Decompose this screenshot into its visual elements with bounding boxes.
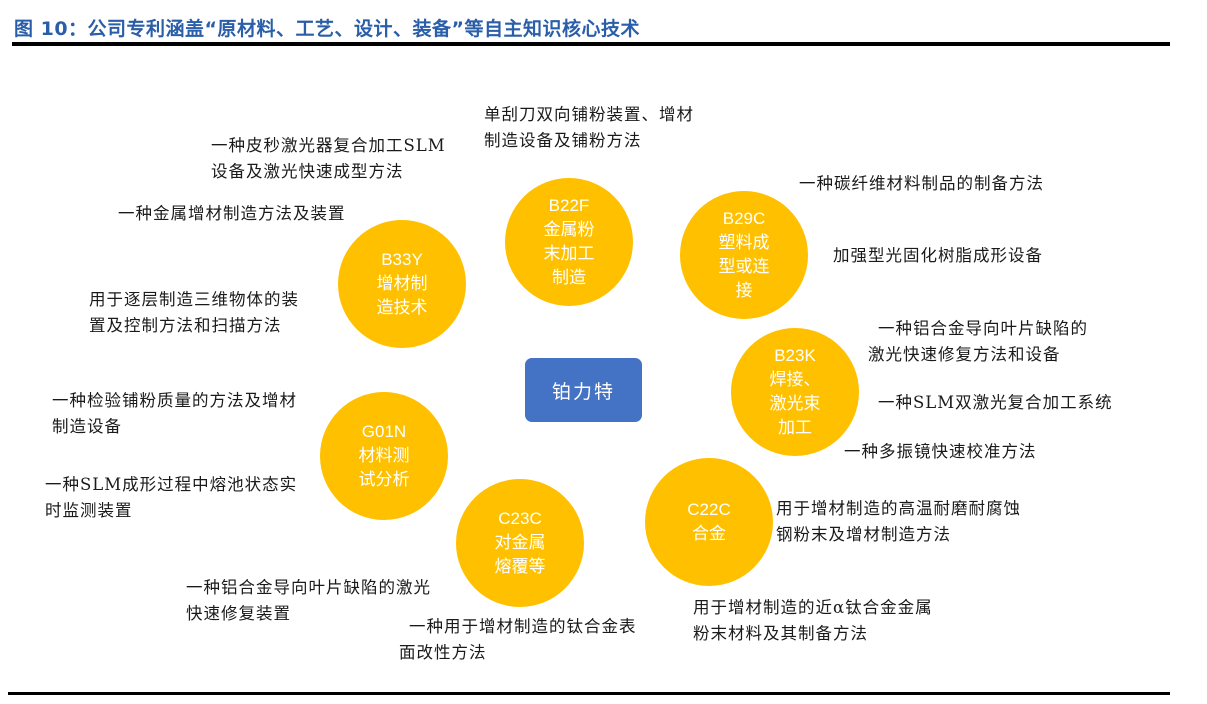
patent-note: 一种用于增材制造的钛合金表 面改性方法	[399, 614, 637, 666]
category-node-b33y: B33Y 增材制 造技术	[338, 220, 466, 348]
patent-note: 一种铝合金导向叶片缺陷的 激光快速修复方法和设备	[868, 316, 1088, 368]
center-node-company: 铂力特	[525, 358, 642, 422]
patent-line: 一种SLM双激光复合加工系统	[878, 393, 1113, 412]
patent-line: 用于增材制造的高温耐磨耐腐蚀	[776, 499, 1021, 518]
category-name: 增材制 造技术	[376, 274, 428, 318]
patent-line: 钢粉末及增材制造方法	[776, 525, 951, 544]
patent-line: 一种铝合金导向叶片缺陷的	[878, 319, 1088, 338]
patent-note: 一种多振镜快速校准方法	[844, 439, 1037, 465]
patent-line: 时监测装置	[45, 501, 133, 520]
patent-line: 置及控制方法和扫描方法	[89, 316, 282, 335]
patent-line: 一种皮秒激光器复合加工SLM	[211, 136, 446, 155]
patent-line: 一种金属增材制造方法及装置	[118, 204, 346, 223]
category-code: C22C	[687, 500, 731, 519]
patent-line: 粉末材料及其制备方法	[693, 624, 868, 643]
patent-line: 一种碳纤维材料制品的制备方法	[799, 174, 1044, 193]
category-code: B29C	[722, 209, 766, 228]
patent-note: 一种检验铺粉质量的方法及增材 制造设备	[52, 388, 297, 440]
patent-note: 用于逐层制造三维物体的装 置及控制方法和扫描方法	[89, 287, 299, 339]
category-code: B22F	[548, 196, 590, 215]
patent-note: 一种皮秒激光器复合加工SLM 设备及激光快速成型方法	[211, 133, 446, 185]
patent-line: 快速修复装置	[186, 604, 291, 623]
patent-line: 激光快速修复方法和设备	[868, 345, 1061, 364]
patent-line: 一种用于增材制造的钛合金表	[409, 617, 637, 636]
category-name: 材料测 试分析	[358, 446, 410, 490]
patent-note: 一种铝合金导向叶片缺陷的激光 快速修复装置	[186, 575, 431, 627]
patent-line: 设备及激光快速成型方法	[211, 162, 404, 181]
category-node-g01n: G01N 材料测 试分析	[320, 392, 448, 520]
patent-note: 一种碳纤维材料制品的制备方法	[799, 171, 1044, 197]
category-name: 金属粉 末加工 制造	[543, 220, 595, 288]
patent-line: 制造设备及铺粉方法	[484, 131, 642, 150]
category-node-b29c: B29C 塑料成 型或连 接	[680, 191, 808, 319]
category-name: 焊接、 激光束 加工	[769, 370, 821, 438]
category-name: 塑料成 型或连 接	[718, 233, 770, 301]
patent-line: 面改性方法	[399, 643, 487, 662]
category-code: G01N	[361, 422, 407, 441]
patent-line: 一种多振镜快速校准方法	[844, 442, 1037, 461]
patent-line: 制造设备	[52, 417, 122, 436]
category-node-b22f: B22F 金属粉 末加工 制造	[505, 178, 633, 306]
category-code: C23C	[498, 509, 542, 528]
patent-line: 一种SLM成形过程中熔池状态实	[45, 475, 298, 494]
category-code: B33Y	[381, 250, 423, 269]
patent-line: 一种检验铺粉质量的方法及增材	[52, 391, 297, 410]
bottom-divider	[8, 692, 1170, 695]
category-node-b23k: B23K 焊接、 激光束 加工	[731, 328, 859, 456]
patent-note: 一种SLM双激光复合加工系统	[878, 390, 1113, 416]
patent-line: 用于逐层制造三维物体的装	[89, 290, 299, 309]
figure-title: 图 10：公司专利涵盖“原材料、工艺、设计、装备”等自主知识核心技术	[14, 18, 641, 40]
patent-note: 加强型光固化树脂成形设备	[833, 243, 1043, 269]
category-node-c22c: C22C 合金	[645, 458, 773, 586]
category-code: B23K	[774, 346, 816, 365]
patent-note: 用于增材制造的近α钛合金金属 粉末材料及其制备方法	[693, 595, 933, 647]
category-name: 对金属 熔覆等	[494, 533, 546, 577]
patent-note: 一种金属增材制造方法及装置	[118, 201, 346, 227]
category-name: 合金	[692, 524, 726, 544]
top-divider	[12, 42, 1170, 46]
patent-line: 一种铝合金导向叶片缺陷的激光	[186, 578, 431, 597]
patent-note: 用于增材制造的高温耐磨耐腐蚀 钢粉末及增材制造方法	[776, 496, 1021, 548]
patent-line: 用于增材制造的近α钛合金金属	[693, 598, 933, 617]
patent-line: 单刮刀双向铺粉装置、增材	[484, 105, 694, 124]
patent-note: 单刮刀双向铺粉装置、增材 制造设备及铺粉方法	[484, 102, 694, 154]
category-node-c23c: C23C 对金属 熔覆等	[456, 479, 584, 607]
patent-note: 一种SLM成形过程中熔池状态实 时监测装置	[45, 472, 297, 524]
patent-line: 加强型光固化树脂成形设备	[833, 246, 1043, 265]
